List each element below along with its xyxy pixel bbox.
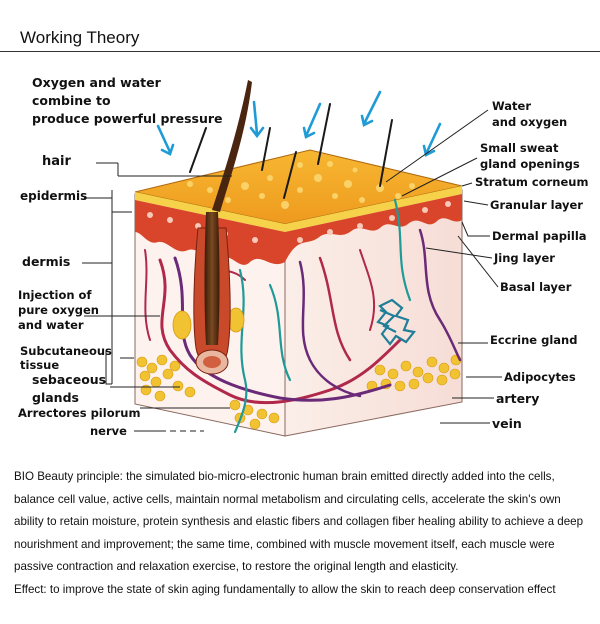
label-dermal-papilla: Dermal papilla (492, 229, 587, 243)
label-injection-3: and water (18, 318, 84, 332)
label-sebaceous-2: glands (32, 390, 79, 405)
artery-line (158, 258, 402, 405)
label-oxygen-water-1: Oxygen and water (32, 75, 162, 90)
label-arrectores-2: nerve (90, 424, 127, 438)
arrow-icon (422, 122, 442, 157)
label-hair: hair (42, 154, 71, 169)
label-sebaceous-1: sebaceous (32, 372, 106, 387)
label-artery: artery (496, 391, 539, 406)
effect-paragraph: Effect: to improve the state of skin agi… (14, 582, 556, 596)
adipocytes-cells (136, 354, 462, 430)
label-vein: vein (492, 416, 522, 431)
arrow-icon (249, 100, 265, 139)
hair-follicle (193, 80, 252, 375)
label-oxygen-water-3: produce powerful pressure (32, 111, 223, 126)
label-granular-layer: Granular layer (490, 198, 583, 212)
arrow-icon (360, 90, 382, 127)
description-block: BIO Beauty principle: the simulated bio-… (14, 466, 588, 602)
left-callout-lines (82, 162, 232, 432)
eccrine-gland-coil (376, 298, 416, 346)
hair-shaft (212, 80, 252, 212)
label-arrectores-1: Arrectores pilorum (18, 406, 140, 420)
arrow-icon (302, 102, 322, 139)
arrow-icon (156, 124, 175, 156)
label-injection-2: pure oxygen (18, 303, 99, 317)
label-stratum-corneum: Stratum corneum (475, 175, 588, 189)
label-sweat-2: gland openings (480, 157, 580, 171)
label-epidermis: epidermis (20, 189, 87, 203)
skin-block (134, 149, 463, 437)
label-adipocytes: Adipocytes (504, 370, 576, 384)
principle-paragraph: BIO Beauty principle: the simulated bio-… (14, 470, 584, 574)
sebaceous-gland-shapes (172, 307, 245, 340)
label-injection-1: Injection of (18, 288, 92, 302)
label-subcutaneous-2: tissue (20, 358, 59, 372)
label-jing-layer: Jing layer (493, 251, 555, 265)
label-dermis: dermis (22, 254, 70, 269)
label-water-2: and oxygen (492, 115, 567, 129)
label-basal-layer: Basal layer (500, 280, 572, 294)
label-oxygen-water-2: combine to (32, 93, 111, 108)
stratum-corneum-side (285, 186, 462, 232)
skin-structure-diagram: Oxygen and water combine to produce powe… (18, 75, 588, 438)
nerves (233, 198, 412, 434)
surface-bubbles (187, 161, 415, 209)
right-callout-lines (385, 109, 502, 424)
label-water-1: Water (492, 99, 531, 113)
small-hairs (189, 103, 393, 199)
hair-root (204, 212, 220, 345)
label-subcutaneous-1: Subcutaneous (20, 344, 112, 358)
page-title: Working Theory (20, 28, 140, 47)
label-sweat-1: Small sweat (480, 141, 559, 155)
dermis-side (285, 194, 462, 262)
oxygen-water-arrows (156, 90, 442, 157)
label-eccrine-gland: Eccrine gland (490, 333, 577, 347)
title-divider (0, 51, 600, 52)
